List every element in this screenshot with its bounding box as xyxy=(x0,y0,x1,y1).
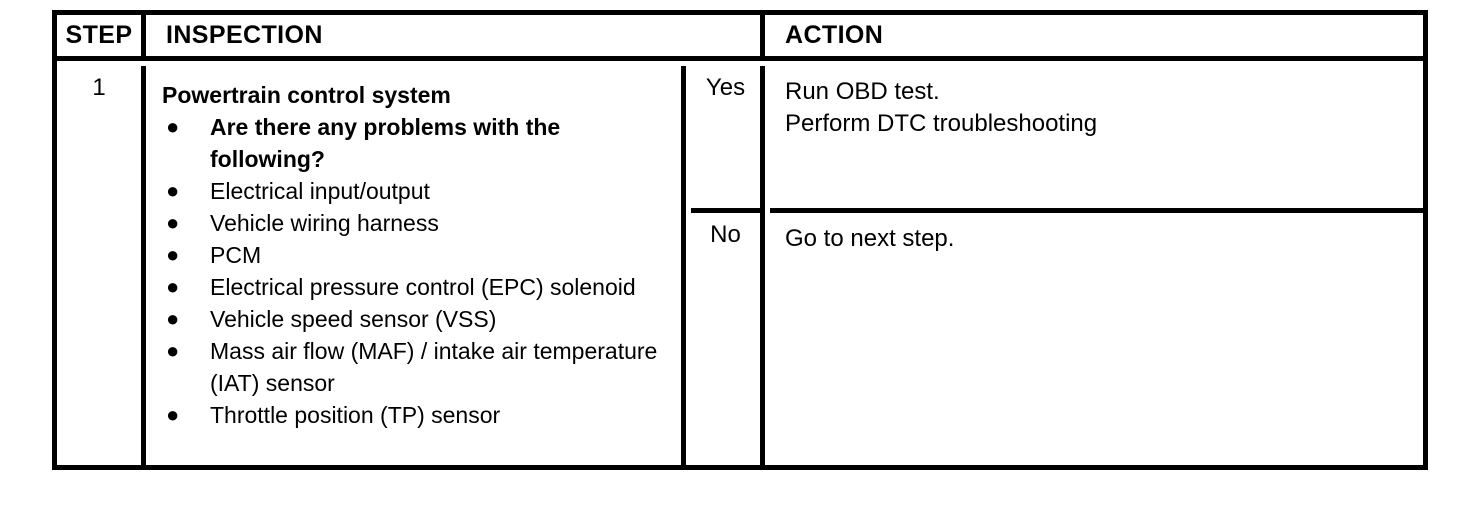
list-item: ● Vehicle speed sensor (VSS) xyxy=(162,303,673,335)
answer-label-yes: Yes xyxy=(705,74,746,101)
bullet-icon: ● xyxy=(166,338,180,363)
header-cell-step: STEP xyxy=(57,15,146,56)
list-item-label: Electrical input/output xyxy=(210,178,430,204)
bullet-icon: ● xyxy=(166,242,180,267)
action-cell-no: Go to next step. xyxy=(770,213,1423,475)
step-number-value: 1 xyxy=(92,74,106,101)
list-item: ● Mass air flow (MAF) / intake air tempe… xyxy=(162,335,673,399)
bullet-icon: ● xyxy=(166,274,180,299)
list-item-label: Are there any problems with the followin… xyxy=(210,114,561,172)
bullet-icon: ● xyxy=(166,178,180,203)
list-item-label: Electrical pressure control (EPC) soleno… xyxy=(210,274,636,300)
cell-step-number: 1 xyxy=(57,66,146,465)
bullet-icon: ● xyxy=(166,306,180,331)
header-label-step: STEP xyxy=(65,21,133,49)
bullet-icon: ● xyxy=(166,114,180,139)
list-item: ● Are there any problems with the follow… xyxy=(162,111,673,175)
answer-cell-no: No xyxy=(691,213,760,475)
inspection-bullet-list: ● Are there any problems with the follow… xyxy=(162,111,673,431)
diagnostic-table: STEP INSPECTION ACTION 1 Powertrain cont… xyxy=(52,10,1428,470)
list-item-label: Mass air flow (MAF) / intake air tempera… xyxy=(210,338,658,396)
inspection-title: Powertrain control system xyxy=(162,82,451,108)
cell-action-column: Run OBD test. Perform DTC troubleshootin… xyxy=(770,66,1423,465)
list-item: ● Electrical input/output xyxy=(162,175,673,207)
list-item-label: PCM xyxy=(210,242,262,268)
bullet-icon: ● xyxy=(166,402,180,427)
action-cell-yes: Run OBD test. Perform DTC troubleshootin… xyxy=(770,66,1423,213)
answer-label-no: No xyxy=(710,221,741,248)
header-cell-inspection: INSPECTION xyxy=(151,15,765,56)
list-item-label: Throttle position (TP) sensor xyxy=(210,402,501,428)
list-item-label: Vehicle speed sensor (VSS) xyxy=(210,306,497,332)
action-line: Perform DTC troubleshooting xyxy=(785,110,1098,137)
list-item-label: Vehicle wiring harness xyxy=(210,210,439,236)
answer-cell-yes: Yes xyxy=(691,66,760,213)
list-item: ● Throttle position (TP) sensor xyxy=(162,399,673,431)
list-item: ● Electrical pressure control (EPC) sole… xyxy=(162,271,673,303)
list-item: ● PCM xyxy=(162,239,673,271)
header-label-action: ACTION xyxy=(785,21,884,49)
cell-inspection: Powertrain control system ● Are there an… xyxy=(151,66,686,465)
header-label-inspection: INSPECTION xyxy=(166,21,323,49)
bullet-icon: ● xyxy=(166,210,180,235)
header-cell-action: ACTION xyxy=(770,15,1423,56)
table-body-row-step-1: 1 Powertrain control system ● Are there … xyxy=(57,66,1423,465)
cell-answer-column: Yes No xyxy=(691,66,765,465)
list-item: ● Vehicle wiring harness xyxy=(162,207,673,239)
action-line: Go to next step. xyxy=(785,225,955,252)
action-line: Run OBD test. xyxy=(785,78,940,105)
table-header-row: STEP INSPECTION ACTION xyxy=(57,15,1423,61)
